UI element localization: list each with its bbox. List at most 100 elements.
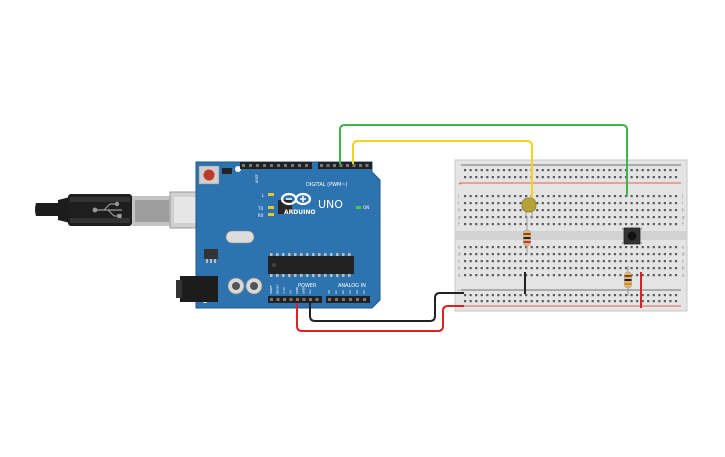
terminal-hole[interactable]: [624, 260, 628, 263]
terminal-hole[interactable]: [586, 216, 589, 219]
terminal-hole[interactable]: [658, 216, 661, 219]
terminal-hole[interactable]: [502, 209, 506, 212]
terminal-hole[interactable]: [541, 246, 544, 249]
rail-hole[interactable]: [591, 300, 594, 303]
rail-hole[interactable]: [619, 169, 622, 172]
terminal-hole[interactable]: [475, 260, 478, 263]
terminal-hole[interactable]: [608, 274, 611, 277]
terminal-hole[interactable]: [552, 223, 555, 226]
terminal-hole[interactable]: [669, 195, 672, 198]
terminal-hole[interactable]: [563, 209, 567, 212]
rail-hole[interactable]: [486, 300, 489, 303]
terminal-hole[interactable]: [475, 223, 478, 226]
rail-hole[interactable]: [464, 176, 467, 179]
rail-hole[interactable]: [552, 294, 555, 297]
terminal-hole[interactable]: [624, 267, 628, 270]
terminal-hole[interactable]: [464, 274, 467, 277]
terminal-hole[interactable]: [536, 260, 539, 263]
terminal-hole[interactable]: [663, 209, 666, 212]
terminal-hole[interactable]: [508, 216, 511, 219]
rail-hole[interactable]: [541, 176, 544, 179]
terminal-hole[interactable]: [641, 223, 644, 226]
rail-hole[interactable]: [536, 176, 539, 179]
terminal-hole[interactable]: [580, 209, 583, 212]
terminal-hole[interactable]: [580, 253, 583, 256]
terminal-hole[interactable]: [641, 274, 644, 277]
terminal-hole[interactable]: [536, 267, 539, 270]
terminal-hole[interactable]: [547, 202, 550, 205]
rail-hole[interactable]: [475, 169, 478, 172]
terminal-hole[interactable]: [491, 267, 494, 270]
rail-hole[interactable]: [536, 300, 539, 303]
terminal-hole[interactable]: [663, 216, 666, 219]
terminal-hole[interactable]: [541, 260, 544, 263]
rail-hole[interactable]: [541, 300, 544, 303]
terminal-hole[interactable]: [591, 195, 594, 198]
rail-hole[interactable]: [630, 300, 633, 303]
terminal-hole[interactable]: [519, 216, 522, 219]
terminal-hole[interactable]: [530, 274, 533, 277]
terminal-hole[interactable]: [513, 260, 517, 263]
rail-hole[interactable]: [613, 294, 617, 297]
terminal-hole[interactable]: [508, 202, 511, 205]
terminal-hole[interactable]: [469, 246, 472, 249]
terminal-hole[interactable]: [519, 253, 522, 256]
terminal-hole[interactable]: [475, 267, 478, 270]
terminal-hole[interactable]: [469, 267, 472, 270]
terminal-hole[interactable]: [602, 253, 605, 256]
header-pin[interactable]: [315, 298, 319, 301]
rail-hole[interactable]: [652, 294, 655, 297]
rail-hole[interactable]: [502, 176, 506, 179]
rail-hole[interactable]: [552, 169, 555, 172]
terminal-hole[interactable]: [591, 260, 594, 263]
terminal-hole[interactable]: [575, 246, 578, 249]
header-pin[interactable]: [298, 164, 301, 167]
terminal-hole[interactable]: [608, 260, 611, 263]
terminal-hole[interactable]: [619, 260, 622, 263]
terminal-hole[interactable]: [541, 195, 544, 198]
terminal-hole[interactable]: [552, 274, 555, 277]
terminal-hole[interactable]: [475, 202, 478, 205]
header-pin[interactable]: [291, 164, 294, 167]
rail-hole[interactable]: [669, 176, 672, 179]
terminal-hole[interactable]: [558, 260, 561, 263]
terminal-hole[interactable]: [602, 223, 605, 226]
terminal-hole[interactable]: [475, 216, 478, 219]
rail-hole[interactable]: [547, 169, 550, 172]
terminal-hole[interactable]: [502, 202, 506, 205]
terminal-hole[interactable]: [580, 267, 583, 270]
rail-hole[interactable]: [636, 300, 639, 303]
rail-hole[interactable]: [669, 169, 672, 172]
terminal-hole[interactable]: [569, 274, 572, 277]
terminal-hole[interactable]: [563, 216, 567, 219]
terminal-hole[interactable]: [469, 202, 472, 205]
terminal-hole[interactable]: [558, 216, 561, 219]
terminal-hole[interactable]: [619, 223, 622, 226]
terminal-hole[interactable]: [508, 253, 511, 256]
rail-hole[interactable]: [630, 294, 633, 297]
terminal-hole[interactable]: [575, 253, 578, 256]
header-pin[interactable]: [320, 164, 323, 167]
terminal-hole[interactable]: [486, 267, 489, 270]
terminal-hole[interactable]: [619, 267, 622, 270]
terminal-hole[interactable]: [647, 195, 650, 198]
terminal-hole[interactable]: [464, 267, 467, 270]
terminal-hole[interactable]: [569, 202, 572, 205]
rail-hole[interactable]: [519, 294, 522, 297]
terminal-hole[interactable]: [491, 253, 494, 256]
rail-hole[interactable]: [597, 300, 600, 303]
terminal-hole[interactable]: [486, 260, 489, 263]
terminal-hole[interactable]: [652, 267, 655, 270]
terminal-hole[interactable]: [613, 274, 617, 277]
rail-hole[interactable]: [497, 176, 500, 179]
rail-hole[interactable]: [613, 300, 617, 303]
rail-hole[interactable]: [569, 176, 572, 179]
terminal-hole[interactable]: [547, 274, 550, 277]
header-pin[interactable]: [284, 164, 287, 167]
terminal-hole[interactable]: [658, 209, 661, 212]
terminal-hole[interactable]: [525, 246, 528, 249]
rail-hole[interactable]: [580, 176, 583, 179]
terminal-hole[interactable]: [613, 253, 617, 256]
terminal-hole[interactable]: [575, 216, 578, 219]
